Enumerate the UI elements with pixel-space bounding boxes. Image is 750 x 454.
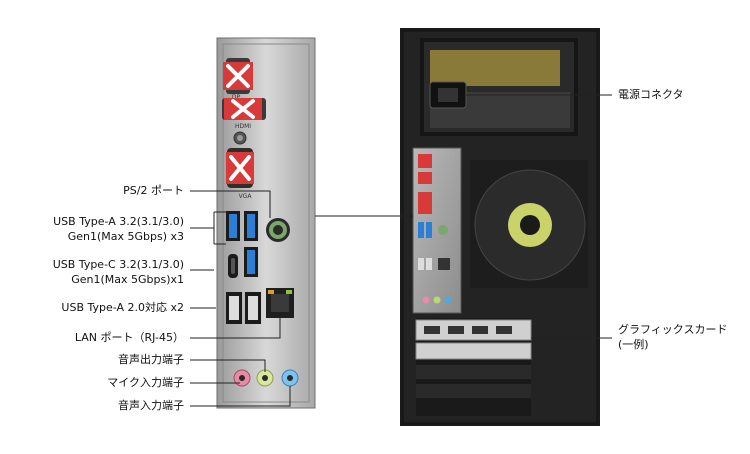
label-usb-a-32-line2: Gen1(Max 5Gbps) x3 [67,230,184,243]
expansion-slots [415,318,532,416]
vga-port-disabled: VGA [226,148,254,200]
label-gpu-line2: (一例) [618,338,649,351]
fan-icon [470,160,588,288]
label-usb-a-20: USB Type-A 2.0対応 x2 [61,301,184,314]
lan-port [266,288,294,318]
label-mic-in: マイク入力端子 [107,376,184,389]
label-audio-out: 音声出力端子 [118,353,184,366]
label-gpu-line1: グラフィックスカード [618,323,728,336]
x-mark-icon [223,62,253,90]
usb-a-32-group [226,211,258,277]
leader-lines [190,94,612,407]
x-mark-icon [224,98,262,120]
x-mark-icon [226,152,254,184]
hdmi-port-disabled: HDMI [222,98,266,130]
io-shield: DP HDMI VGA [216,37,316,409]
label-usb-a-32-line1: USB Type-A 3.2(3.1/3.0) [53,215,184,228]
hdmi-marking: HDMI [235,123,251,130]
label-usb-c-32-line1: USB Type-C 3.2(3.1/3.0) [52,258,184,271]
label-usb-c-32-line2: Gen1(Max 5Gbps)x1 [71,273,184,286]
label-audio-in: 音声入力端子 [118,399,184,412]
audio-jacks [233,369,299,387]
vga-marking: VGA [239,193,253,200]
label-lan: LAN ポート（RJ-45） [74,331,184,344]
pc-case [400,28,600,426]
usb-c-port [228,254,238,278]
ps2-port [266,218,290,242]
power-connector [429,81,467,109]
label-power: 電源コネクタ [618,88,684,101]
usb-a-20-group [226,292,261,324]
label-ps2: PS/2 ポート [123,184,184,197]
dp-marking: DP [232,94,241,101]
dp-port-disabled: DP [223,58,253,101]
